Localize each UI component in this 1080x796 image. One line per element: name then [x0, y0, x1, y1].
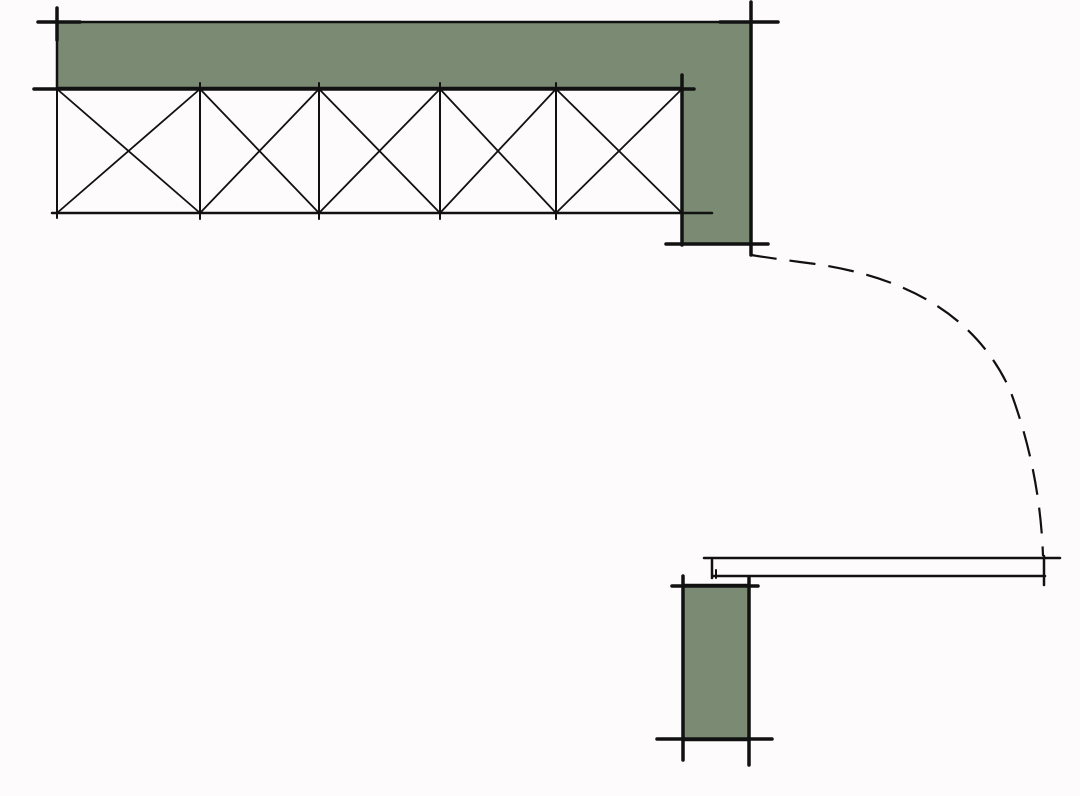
cabinet-units: [56, 82, 683, 220]
wall-top: [55, 20, 753, 246]
wall-lower-stub: [681, 583, 751, 742]
door-leaf: [702, 554, 1062, 587]
cabinet-unit: [56, 82, 201, 220]
cabinet-unit: [439, 82, 557, 220]
door: [702, 253, 1062, 587]
door-swing-arc: [750, 253, 1045, 557]
cabinet-unit: [199, 82, 320, 220]
cabinet-unit: [318, 82, 441, 220]
cabinet-unit: [555, 88, 683, 214]
wall-lower-tick-marks: [655, 574, 774, 767]
cabinet-run: [32, 82, 714, 220]
wall-top-tick-marks: [36, 0, 780, 257]
cabinet-frame: [32, 87, 714, 219]
